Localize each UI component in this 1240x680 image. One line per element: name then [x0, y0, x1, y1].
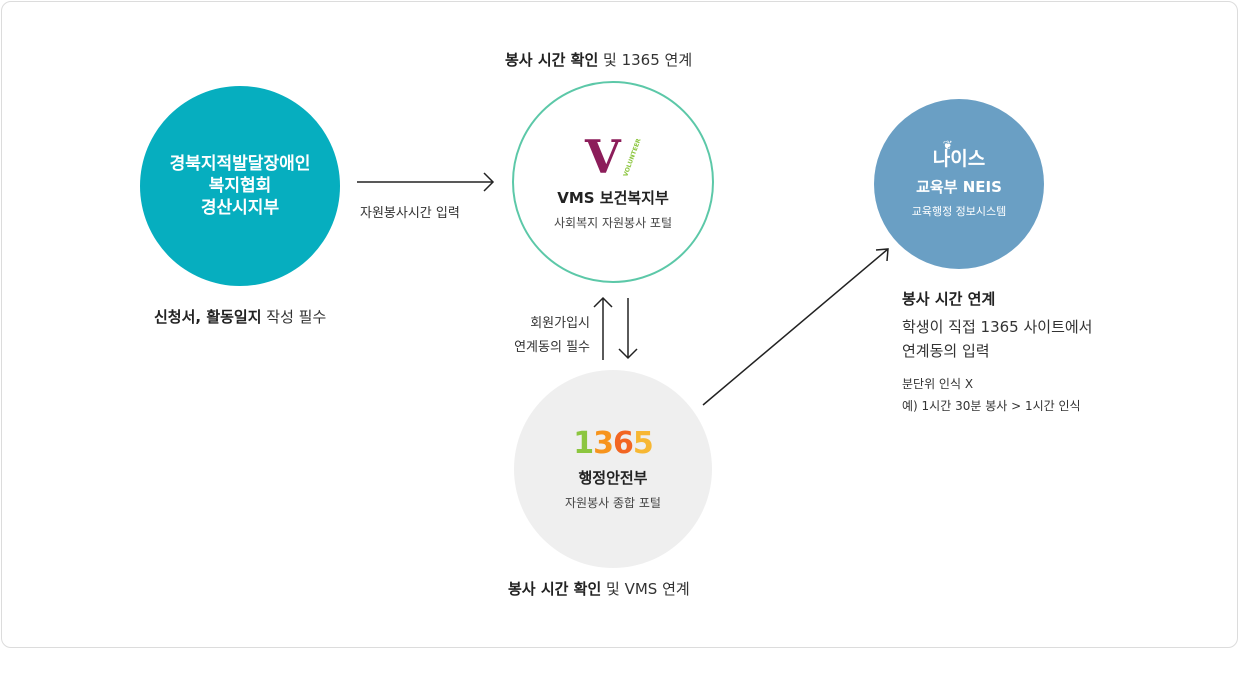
arrow-1365-to-neis-head	[875, 248, 889, 262]
neis-info-heading: 봉사 시간 연계	[902, 290, 996, 308]
vms-caption: 봉사 시간 확인 및 1365 연계	[505, 51, 693, 69]
association-name: 경북지적발달장애인 복지협회 경산시지부	[169, 154, 311, 218]
svg-text:V: V	[584, 133, 622, 181]
portal1365-caption: 봉사 시간 확인 및 VMS 연계	[508, 580, 690, 598]
arrow-1365-to-vms-head	[593, 296, 613, 308]
edge-label-vms-1365: 회원가입시 연계동의 필수	[514, 316, 590, 355]
portal1365-subtitle: 자원봉사 종합 포털	[565, 496, 661, 510]
neis-info: 봉사 시간 연계 학생이 직접 1365 사이트에서 연계동의 입력 분단위 인…	[902, 287, 1202, 417]
vms-subtitle: 사회복지 자원봉사 포털	[553, 216, 673, 230]
vms-logo-icon: V VOLUNTEER	[584, 133, 643, 181]
association-node: 경북지적발달장애인 복지협회 경산시지부	[140, 86, 340, 286]
vms-name: VMS 보건복지부	[557, 189, 669, 207]
neis-info-notes: 분단위 인식 X 예) 1시간 30분 봉사 > 1시간 인식	[902, 377, 1081, 413]
neis-info-desc: 학생이 직접 1365 사이트에서 연계동의 입력	[902, 318, 1093, 360]
svg-text:VOLUNTEER: VOLUNTEER	[622, 137, 642, 177]
association-caption: 신청서, 활동일지 작성 필수	[154, 308, 327, 326]
portal1365-logo-icon: 1365	[573, 426, 653, 461]
portal1365-name: 행정안전부	[578, 469, 648, 487]
edge-label-assoc-vms: 자원봉사시간 입력	[360, 206, 460, 221]
neis-logo-icon: ❦나이스	[932, 137, 986, 170]
vms-node: V VOLUNTEER VMS 보건복지부 사회복지 자원봉사 포털	[512, 81, 714, 283]
portal1365-node: 1365 행정안전부 자원봉사 종합 포털	[514, 370, 712, 568]
neis-subtitle: 교육행정 정보시스템	[911, 204, 1007, 218]
neis-node: ❦나이스 교육부 NEIS 교육행정 정보시스템	[874, 99, 1044, 269]
arrow-assoc-to-vms-head	[483, 172, 495, 192]
neis-name: 교육부 NEIS	[916, 177, 1002, 196]
arrow-vms-to-1365-head	[618, 348, 638, 360]
arrow-1365-to-neis	[702, 248, 889, 406]
